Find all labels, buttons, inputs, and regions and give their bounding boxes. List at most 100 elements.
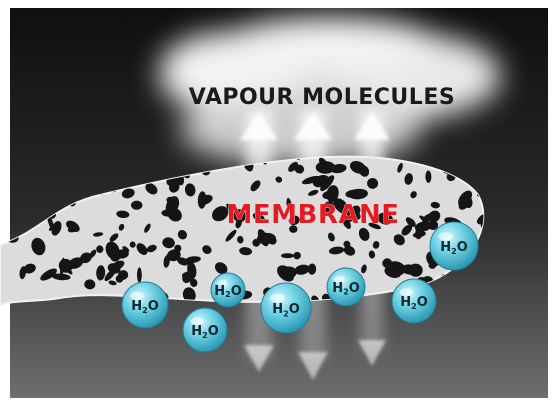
membrane-pore	[226, 203, 235, 214]
membrane-pore	[118, 223, 125, 231]
membrane-pore	[121, 188, 135, 199]
membrane-pore	[328, 246, 345, 255]
membrane-pore	[307, 263, 317, 275]
membrane-pore	[166, 249, 181, 262]
membrane-pore	[333, 198, 349, 214]
membrane-pore	[19, 266, 27, 280]
membrane-pore	[146, 244, 157, 253]
water-molecule: H2O	[121, 281, 169, 329]
membrane-pore	[393, 234, 405, 246]
droplet-highlight	[333, 275, 346, 283]
membrane-pore	[327, 232, 335, 242]
membrane-pore	[108, 280, 117, 286]
molecule-formula: H2O	[440, 240, 468, 256]
membrane-pore	[96, 245, 104, 253]
membrane-pore	[31, 237, 46, 256]
membrane-pore	[301, 175, 321, 185]
droplet-highlight	[399, 288, 413, 297]
membrane-pore	[410, 191, 417, 199]
water-molecule: H2O	[391, 278, 437, 324]
membrane-pore	[52, 273, 71, 281]
membrane-pore	[412, 231, 426, 238]
membrane-pore	[104, 268, 116, 282]
membrane-pore	[182, 271, 194, 283]
membrane-pore	[174, 244, 182, 253]
membrane-pore	[110, 260, 125, 271]
membrane-pore	[419, 215, 429, 223]
droplet-highlight	[130, 291, 144, 300]
membrane-pore	[358, 227, 370, 241]
membrane-pore	[252, 238, 261, 247]
membrane-pore	[202, 245, 212, 254]
molecule-formula: H2O	[191, 324, 219, 340]
membrane-pore	[184, 183, 196, 197]
membrane-pore	[368, 250, 376, 259]
membrane-pore	[51, 221, 62, 236]
membrane-pore	[84, 279, 96, 290]
membrane-pore	[361, 264, 367, 274]
membrane-pore	[349, 161, 367, 174]
membrane-pore	[177, 257, 189, 266]
membrane-pore	[367, 177, 379, 189]
membrane-pore	[162, 237, 175, 249]
molecule-formula: H2O	[131, 299, 159, 315]
membrane-pore	[161, 209, 176, 217]
membrane-pore	[386, 262, 394, 273]
membrane-pore	[115, 274, 124, 283]
membrane-pore	[397, 162, 403, 173]
membrane-pore	[198, 194, 213, 205]
membrane-pore	[425, 170, 432, 183]
membrane-pore	[80, 252, 92, 264]
membrane-pore	[368, 222, 381, 230]
membrane-pore	[184, 256, 201, 264]
membrane-pore	[131, 200, 143, 210]
membrane-pore	[136, 267, 142, 283]
membrane-pore	[145, 183, 158, 195]
membrane-pore	[321, 201, 335, 213]
membrane-pore	[144, 223, 151, 233]
membrane-pore	[430, 201, 440, 209]
membrane-pore	[405, 217, 416, 227]
membrane-pore	[320, 175, 335, 192]
membrane-pore	[214, 262, 228, 275]
membrane-pore	[377, 212, 393, 225]
molecule-formula: H2O	[272, 302, 300, 318]
membrane-pore	[404, 173, 413, 185]
membrane-pore	[225, 229, 237, 242]
membrane-pore	[281, 266, 297, 279]
membrane-pore	[64, 266, 73, 275]
membrane-pore	[294, 264, 310, 275]
membrane-pore	[401, 264, 418, 275]
water-droplet	[260, 282, 312, 334]
membrane-pore	[281, 253, 294, 259]
membrane-pore	[275, 176, 283, 183]
membrane-pore	[476, 212, 484, 225]
membrane-pore	[115, 249, 129, 259]
membrane-pore	[40, 268, 57, 281]
membrane-pore	[286, 197, 292, 213]
water-droplet	[121, 281, 169, 329]
membrane-pore	[212, 206, 229, 222]
membrane-pore	[293, 251, 301, 260]
membrane-pore	[250, 180, 261, 192]
membrane-pore	[315, 161, 336, 174]
membrane-pore	[401, 224, 413, 236]
membrane-pore	[163, 255, 170, 268]
down-arrow-tail	[244, 340, 386, 380]
membrane-pore	[288, 215, 300, 226]
membrane-pore	[96, 265, 106, 281]
membrane-pore	[321, 293, 329, 301]
droplet-highlight	[438, 232, 453, 241]
membrane-pore	[239, 247, 253, 256]
membrane-pore	[23, 263, 36, 274]
membrane-pore	[288, 161, 298, 172]
up-arrow-icon	[240, 112, 390, 140]
water-molecule: H2O	[182, 307, 228, 353]
droplet-highlight	[216, 280, 228, 287]
membrane-pore	[326, 185, 339, 203]
membrane-pore	[345, 216, 354, 223]
membrane-pore	[256, 232, 276, 245]
membrane-pore	[136, 243, 148, 256]
membrane-pore	[232, 209, 247, 223]
